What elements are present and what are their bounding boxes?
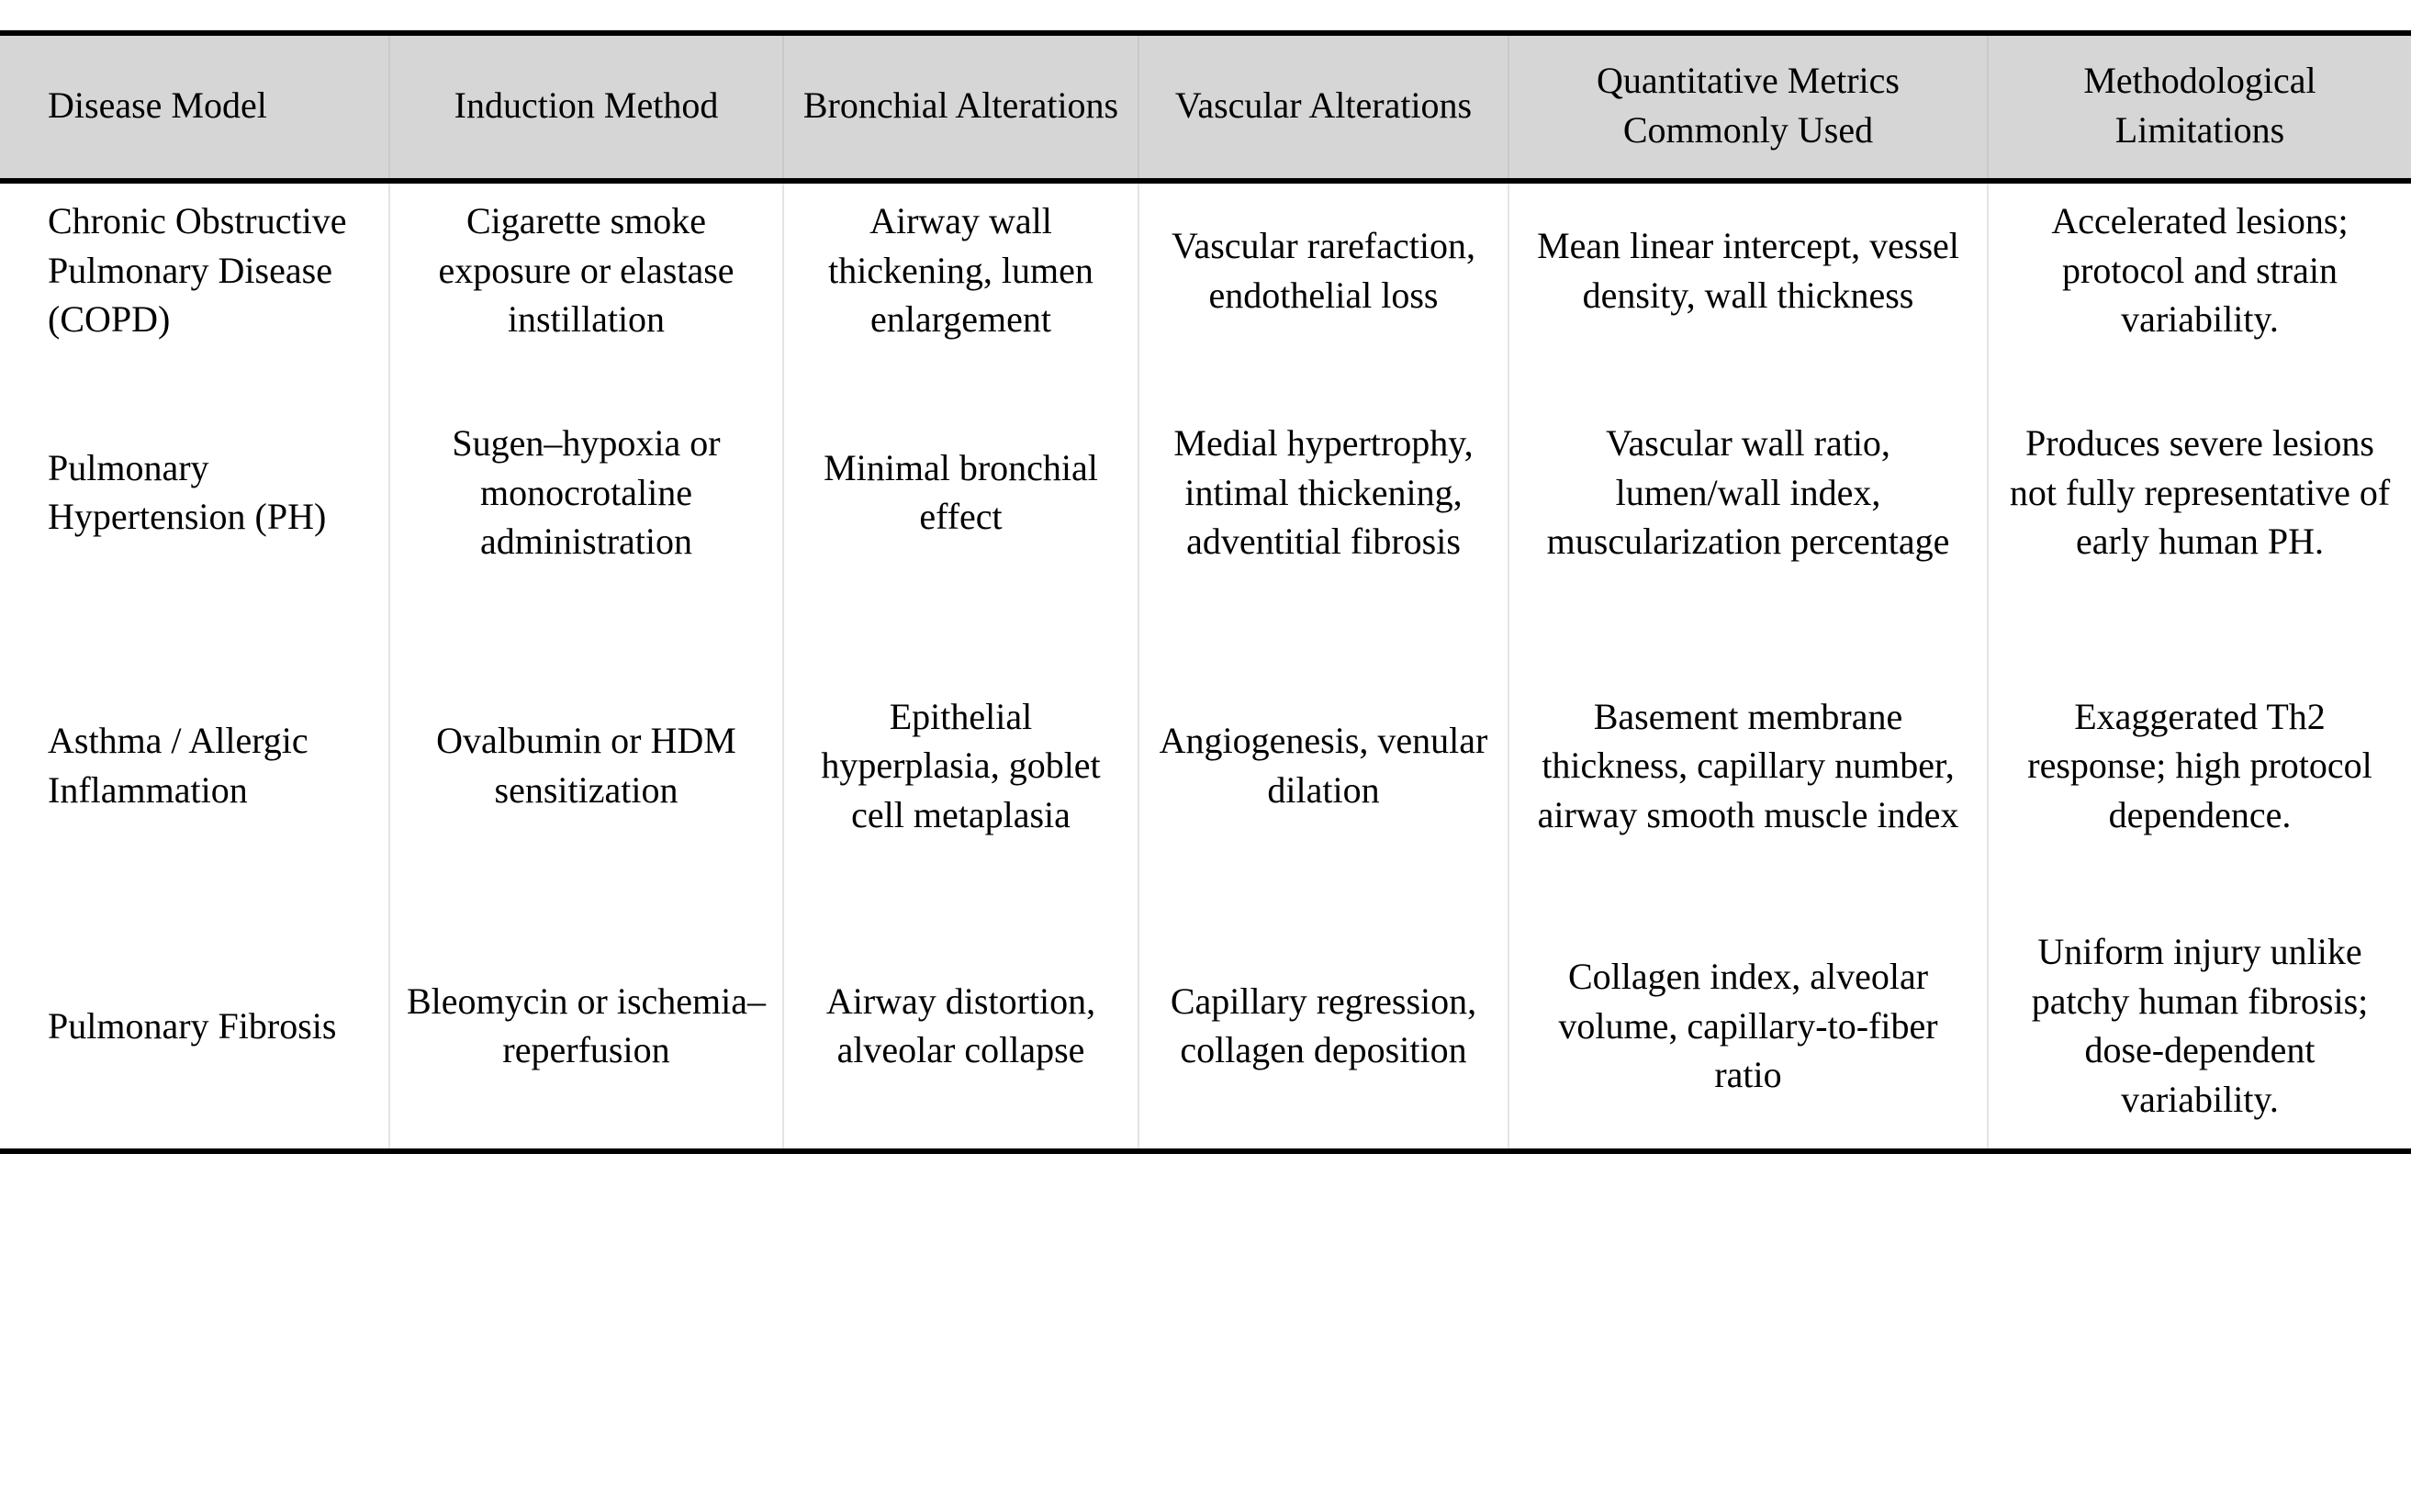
table-body: Chronic Obstructive Pulmonary Disease (C… [0,181,2411,1154]
cell-bronchial-alterations: Epithelial hyperplasia, goblet cell meta… [782,627,1139,903]
disease-model-comparison-table: Disease Model Induction Method Bronchial… [0,29,2411,1154]
header-row: Disease Model Induction Method Bronchial… [0,29,2411,185]
column-header-quantitative-metrics: Quantitative Metrics Commonly Used [1508,29,1989,185]
cell-vascular-alterations: Capillary regression, collagen depositio… [1138,902,1509,1154]
cell-induction-method: Cigarette smoke exposure or elastase ins… [388,181,784,357]
cell-induction-method: Sugen–hypoxia or monocrotaline administr… [388,356,784,628]
cell-quantitative-metrics: Basement membrane thickness, capillary n… [1508,627,1989,903]
cell-bronchial-alterations: Minimal bronchial effect [782,356,1139,628]
table-row: Chronic Obstructive Pulmonary Disease (C… [0,181,2411,357]
cell-methodological-limitations: Uniform injury unlike patchy human fibro… [1987,902,2411,1154]
table-row: Asthma / Allergic Inflammation Ovalbumin… [0,627,2411,903]
column-header-vascular-alterations: Vascular Alterations [1138,29,1509,185]
cell-induction-method: Ovalbumin or HDM sensitization [388,627,784,903]
cell-disease-model: Pulmonary Fibrosis [0,902,390,1154]
column-header-induction-method: Induction Method [388,29,784,185]
column-header-methodological-limitations: Methodological Limitations [1987,29,2411,185]
cell-disease-model: Chronic Obstructive Pulmonary Disease (C… [0,181,390,357]
cell-quantitative-metrics: Mean linear intercept, vessel density, w… [1508,181,1989,357]
cell-disease-model: Asthma / Allergic Inflammation [0,627,390,903]
table-row: Pulmonary Fibrosis Bleomycin or ischemia… [0,902,2411,1154]
cell-quantitative-metrics: Vascular wall ratio, lumen/wall index, m… [1508,356,1989,628]
cell-bronchial-alterations: Airway distortion, alveolar collapse [782,902,1139,1154]
table-header: Disease Model Induction Method Bronchial… [0,29,2411,185]
cell-disease-model: Pulmonary Hypertension (PH) [0,356,390,628]
cell-quantitative-metrics: Collagen index, alveolar volume, capilla… [1508,902,1989,1154]
cell-methodological-limitations: Produces severe lesions not fully repres… [1987,356,2411,628]
cell-bronchial-alterations: Airway wall thickening, lumen enlargemen… [782,181,1139,357]
column-header-disease-model: Disease Model [0,29,390,185]
column-header-bronchial-alterations: Bronchial Alterations [782,29,1139,185]
table-row: Pulmonary Hypertension (PH) Sugen–hypoxi… [0,356,2411,628]
cell-vascular-alterations: Vascular rarefaction, endothelial loss [1138,181,1509,357]
cell-induction-method: Bleomycin or ischemia–reperfusion [388,902,784,1154]
cell-vascular-alterations: Medial hypertrophy, intimal thickening, … [1138,356,1509,628]
cell-vascular-alterations: Angiogenesis, venular dilation [1138,627,1509,903]
cell-methodological-limitations: Exaggerated Th2 response; high protocol … [1987,627,2411,903]
cell-methodological-limitations: Accelerated lesions; protocol and strain… [1987,181,2411,357]
